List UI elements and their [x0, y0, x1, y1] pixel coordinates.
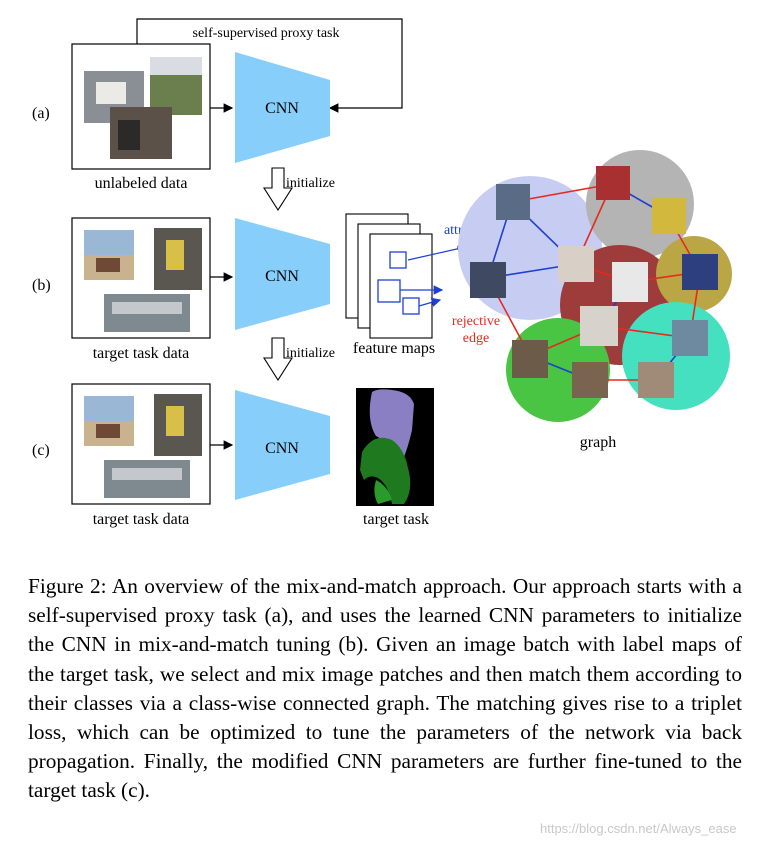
cnn-a: CNN: [235, 52, 330, 163]
target-task-data-label-b: target task data: [93, 345, 190, 362]
class-wise-graph: graph: [458, 150, 732, 451]
cnn-b: CNN: [235, 218, 330, 330]
cnn-a-label: CNN: [265, 100, 299, 117]
feature-maps: feature maps: [345, 213, 435, 357]
rejective-edge-label-1: rejective: [452, 314, 500, 329]
cnn-b-label: CNN: [265, 268, 299, 285]
target-task-data-box-c: target task data: [71, 383, 211, 528]
unlabeled-data-label: unlabeled data: [95, 175, 188, 192]
graph-label: graph: [580, 434, 616, 451]
proxy-task-label: self-supervised proxy task: [193, 26, 340, 41]
initialize-label-1: initialize: [286, 176, 335, 191]
figure-caption: Figure 2: An overview of the mix-and-mat…: [28, 574, 742, 803]
mix-and-match-overview-diagram: self-supervised proxy task (a) (b) (c) u…: [32, 18, 732, 528]
initialize-arrow-2: initialize: [262, 337, 335, 382]
row-b-marker: (b): [32, 277, 51, 294]
unlabeled-data-box: unlabeled data: [71, 43, 211, 192]
cnn-c: CNN: [235, 390, 330, 500]
feature-maps-label: feature maps: [353, 340, 435, 357]
row-a-marker: (a): [32, 105, 50, 122]
target-task-segmentation: target task: [356, 388, 434, 528]
target-task-data-box-b: target task data: [71, 217, 211, 362]
cnn-c-label: CNN: [265, 440, 299, 457]
initialize-label-2: initialize: [286, 346, 335, 361]
rejective-edge-label-2: edge: [463, 331, 489, 346]
row-c-marker: (c): [32, 442, 50, 459]
watermark: https://blog.csdn.net/Always_ease: [540, 821, 737, 836]
initialize-arrow-1: initialize: [262, 167, 335, 212]
target-task-label: target task: [363, 511, 429, 528]
proxy-task-loop: self-supervised proxy task: [136, 18, 403, 113]
target-task-data-label-c: target task data: [93, 511, 190, 528]
